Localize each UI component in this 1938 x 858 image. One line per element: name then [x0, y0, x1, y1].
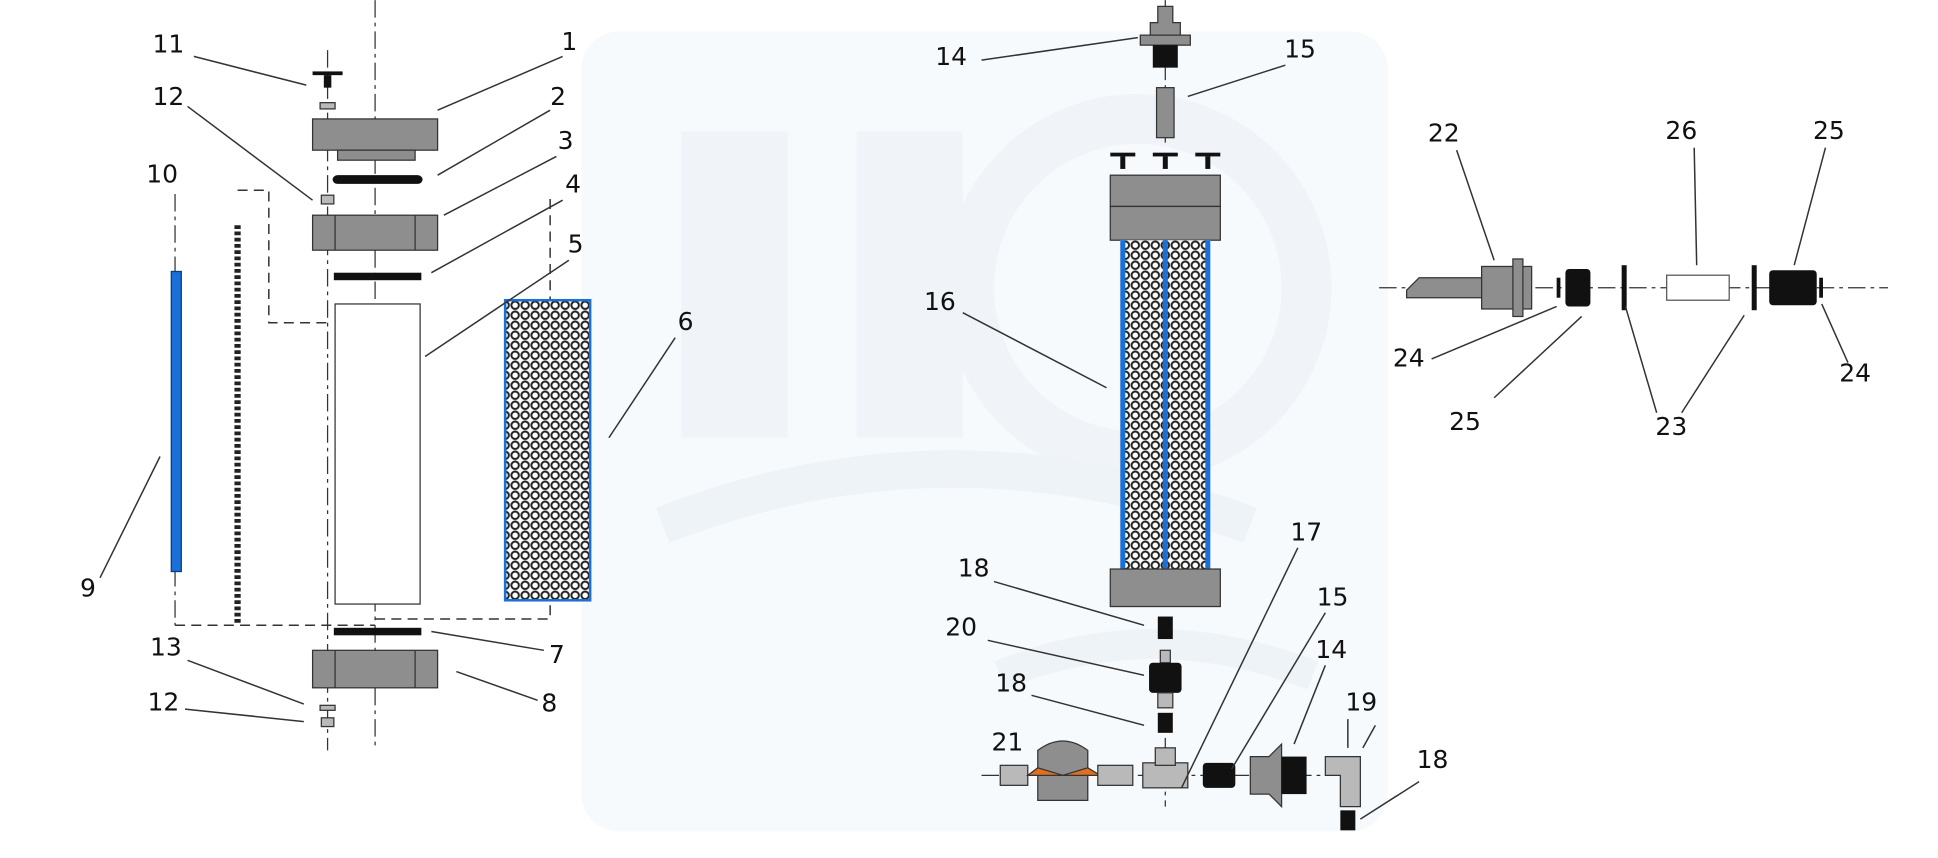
callout-1: 1 [561, 27, 577, 56]
callout-19: 19 [1345, 687, 1377, 716]
callout-3: 3 [558, 126, 574, 155]
callout-13: 13 [150, 632, 182, 661]
callout-12: 12 [153, 82, 185, 111]
callout-6: 6 [678, 307, 694, 336]
callout-14: 14 [935, 42, 967, 71]
callout-15: 15 [1284, 35, 1316, 64]
callout-18b: 18 [995, 669, 1027, 698]
callout-25b: 25 [1449, 407, 1481, 436]
callout-16: 16 [924, 287, 956, 316]
callout-18: 18 [958, 554, 990, 583]
leader-lines [99, 36, 1849, 820]
callout-8: 8 [541, 689, 557, 718]
callout-25: 25 [1813, 116, 1845, 145]
callout-20: 20 [945, 612, 977, 641]
callout-9: 9 [80, 574, 96, 603]
callout-12b: 12 [148, 687, 180, 716]
callout-10: 10 [146, 160, 178, 189]
callout-14b: 14 [1315, 635, 1347, 664]
callout-26: 26 [1665, 116, 1697, 145]
callout-2: 2 [550, 82, 566, 111]
callout-4: 4 [565, 170, 581, 199]
right-assembly [1379, 258, 1888, 318]
callout-17: 17 [1290, 517, 1322, 546]
callout-24: 24 [1393, 343, 1425, 372]
callout-7: 7 [549, 640, 565, 669]
callout-11: 11 [153, 30, 185, 59]
callout-labels: 11 1 12 2 10 3 4 5 6 9 13 7 12 8 14 15 1… [80, 27, 1871, 774]
left-assembly [170, 0, 592, 751]
callout-23: 23 [1655, 412, 1687, 441]
callout-15b: 15 [1317, 582, 1349, 611]
callout-24b: 24 [1839, 358, 1871, 387]
callout-21: 21 [992, 727, 1024, 756]
center-assembly [981, 0, 1361, 831]
callout-5: 5 [568, 230, 584, 259]
callout-18c: 18 [1417, 745, 1449, 774]
callout-22: 22 [1428, 118, 1460, 147]
